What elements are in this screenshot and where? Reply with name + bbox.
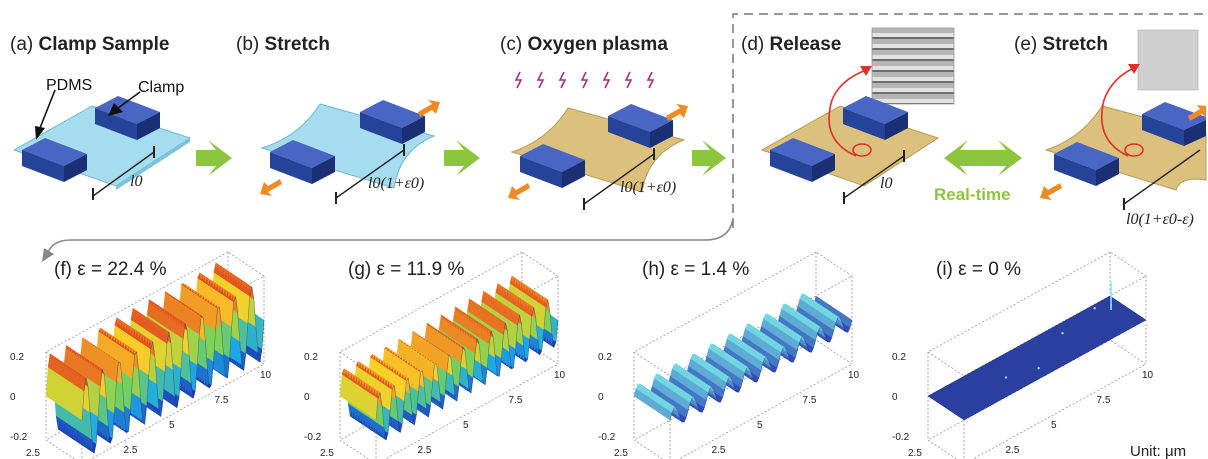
plot-title: (i) ε = 0 % xyxy=(936,259,1021,280)
clamp-block-bottom xyxy=(1054,142,1119,186)
x-tick-label: 7.5 xyxy=(803,395,817,406)
z-tick-label: 0.2 xyxy=(304,352,318,363)
clamp-block-bottom xyxy=(770,138,835,182)
surface-plot-1: (f) ε = 22.4 %0.20-0.22.5002.557.510 xyxy=(10,251,272,459)
zoom-curve xyxy=(828,69,867,157)
clamp-block-bottom xyxy=(22,138,87,182)
z-tick-label: -0.2 xyxy=(892,432,910,443)
zoom-circle xyxy=(1124,143,1144,157)
length-label-c: l0(1+ε0) xyxy=(620,179,676,196)
x-tick-label: 7.5 xyxy=(509,395,523,406)
x-tick-label: 2.5 xyxy=(418,445,432,456)
x-tick-label: 5 xyxy=(757,420,763,431)
x-tick-label: 2.5 xyxy=(712,445,726,456)
y-tick-label: 2.5 xyxy=(26,448,40,459)
sample-c: l0(1+ε0) xyxy=(508,71,688,210)
z-tick-label: -0.2 xyxy=(304,432,322,443)
y-tick-label: 2.5 xyxy=(320,448,334,459)
step-e-title: (e) Stretch xyxy=(1014,34,1108,55)
realtime-frame xyxy=(732,13,1206,228)
x-tick-label: 10 xyxy=(554,370,566,381)
plot-title: (g) ε = 11.9 % xyxy=(348,259,464,280)
clamp-block-top xyxy=(608,104,673,148)
x-tick-label: 5 xyxy=(1051,420,1057,431)
orange-arrow xyxy=(260,179,282,196)
z-tick-label: -0.2 xyxy=(10,432,28,443)
length-label-d: l0 xyxy=(880,175,892,192)
row-connector-arrowhead xyxy=(42,248,54,262)
x-tick-label: 2.5 xyxy=(1006,445,1020,456)
x-tick-label: 10 xyxy=(1142,370,1154,381)
y-tick-label: 2.5 xyxy=(908,448,922,459)
plasma-bolts xyxy=(514,71,655,89)
orange-arrow xyxy=(666,104,688,121)
x-tick-label: 2.5 xyxy=(124,445,138,456)
svg-text:(b) Stretch: (b) Stretch xyxy=(236,34,330,55)
zoom-curve xyxy=(1100,67,1135,157)
x-tick-label: 10 xyxy=(260,370,272,381)
surface-plot-3: (h) ε = 1.4 %0.20-0.22.5002.557.510 xyxy=(598,251,860,459)
z-tick-label: 0 xyxy=(892,392,898,403)
clamp-block-top xyxy=(843,96,908,140)
surface-mesh xyxy=(45,262,265,454)
realtime-label: Real-time xyxy=(934,185,1011,204)
sem-inset-wrinkles xyxy=(871,27,955,105)
z-tick-label: 0.2 xyxy=(892,352,906,363)
clamp-block-top xyxy=(1142,102,1206,146)
clamp-block-bottom xyxy=(270,140,335,184)
clamp-block-top xyxy=(360,100,425,144)
x-tick-label: 5 xyxy=(169,420,175,431)
orange-arrow xyxy=(508,183,530,200)
length-label-a: l0 xyxy=(130,173,142,190)
clamp-block-top xyxy=(95,96,160,140)
sample-d: l0 xyxy=(760,27,955,204)
surface-mesh xyxy=(633,293,853,423)
surface-mesh xyxy=(339,275,559,441)
green-arrow-ab xyxy=(196,140,232,176)
y-tick-label: 2.5 xyxy=(614,448,628,459)
svg-text:(a) Clamp Sample: (a) Clamp Sample xyxy=(10,34,169,55)
svg-text:(e) Stretch: (e) Stretch xyxy=(1014,34,1108,55)
clamp-block-bottom xyxy=(520,144,585,188)
z-tick-label: 0 xyxy=(10,392,16,403)
clamp-label: Clamp xyxy=(138,79,184,96)
sem-inset-flat xyxy=(1137,29,1199,91)
surface-mesh xyxy=(927,282,1147,421)
x-tick-label: 10 xyxy=(848,370,860,381)
zoom-circle xyxy=(852,143,872,157)
step-d-title: (d) Release xyxy=(741,34,841,55)
x-tick-label: 5 xyxy=(463,420,469,431)
green-arrow-cd xyxy=(692,140,726,176)
length-label-b: l0(1+ε0) xyxy=(368,175,424,192)
z-tick-label: 0 xyxy=(598,392,604,403)
green-arrow-bc xyxy=(444,140,480,176)
z-tick-label: -0.2 xyxy=(598,432,616,443)
surface-plot-4: (i) ε = 0 %0.20-0.22.5002.557.510 xyxy=(892,251,1154,459)
plot-title: (f) ε = 22.4 % xyxy=(54,259,167,280)
unit-label: Unit: μm xyxy=(1130,443,1186,459)
z-tick-label: 0 xyxy=(304,392,310,403)
step-c-title: (c) Oxygen plasma xyxy=(500,34,668,55)
plot-title: (h) ε = 1.4 % xyxy=(642,259,749,280)
z-tick-label: 0.2 xyxy=(598,352,612,363)
realtime-double-arrow: Real-time xyxy=(934,140,1022,204)
svg-text:(c) Oxygen plasma: (c) Oxygen plasma xyxy=(500,34,668,55)
sample-a: PDMS Clamp l0 xyxy=(12,77,192,200)
orange-arrow xyxy=(1188,105,1206,121)
step-b-title: (b) Stretch xyxy=(236,34,330,55)
pdms-label: PDMS xyxy=(46,77,92,94)
row-connector-arrow xyxy=(47,217,734,253)
z-tick-label: 0.2 xyxy=(10,352,24,363)
x-tick-label: 7.5 xyxy=(1097,395,1111,406)
step-a-title: (a) Clamp Sample xyxy=(10,34,169,55)
orange-arrow xyxy=(1040,183,1062,200)
surface-plot-2: (g) ε = 11.9 %0.20-0.22.5002.557.510 xyxy=(304,251,566,459)
length-label-e: l0(1+ε0-ε) xyxy=(1126,211,1194,228)
orange-arrow xyxy=(418,100,440,117)
sample-e: l0(1+ε0-ε) xyxy=(1040,29,1207,228)
sample-b: l0(1+ε0) xyxy=(260,100,440,204)
x-tick-label: 7.5 xyxy=(215,395,229,406)
svg-text:(d) Release: (d) Release xyxy=(741,34,841,55)
